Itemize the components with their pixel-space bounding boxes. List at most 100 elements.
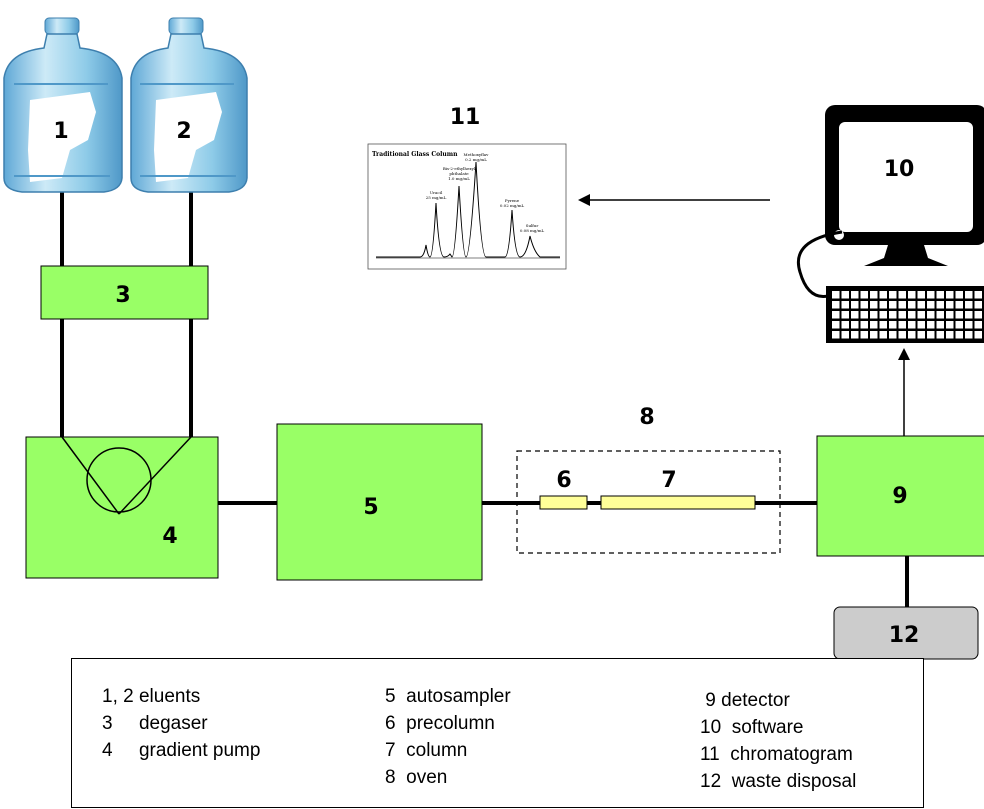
- keyboard-key: [898, 321, 906, 329]
- keyboard-key: [965, 301, 973, 309]
- keyboard-key: [841, 301, 849, 309]
- keyboard-key: [946, 311, 954, 319]
- keyboard-key: [832, 321, 840, 329]
- chromatogram-title: Traditional Glass Column: [372, 151, 458, 158]
- keyboard-key: [832, 291, 840, 299]
- keyboard-key: [870, 311, 878, 319]
- keyboard-key: [908, 291, 916, 299]
- keyboard-key: [841, 311, 849, 319]
- keyboard-key: [927, 321, 935, 329]
- keyboard-key: [832, 331, 840, 339]
- keyboard-key: [946, 301, 954, 309]
- keyboard-key: [955, 301, 963, 309]
- legend-column-2: 5 autosampler 6 precolumn 7 column 8 ove…: [385, 683, 511, 791]
- keyboard-key: [879, 311, 887, 319]
- keyboard-key: [898, 311, 906, 319]
- keyboard-key: [965, 311, 973, 319]
- precolumn-bar: [539, 495, 588, 510]
- keyboard-key: [917, 291, 925, 299]
- keyboard-key: [908, 311, 916, 319]
- keyboard-key: [851, 311, 859, 319]
- keyboard-key: [908, 301, 916, 309]
- legend-item: 12 waste disposal: [700, 771, 857, 792]
- keyboard-key: [917, 301, 925, 309]
- legend-item: 8 oven: [385, 767, 448, 788]
- eluent-bottle-1: [3, 17, 123, 193]
- gradient-pump: [25, 436, 219, 579]
- keyboard-key: [974, 321, 982, 329]
- keyboard-key: [889, 331, 897, 339]
- label-detector: 9: [892, 484, 907, 509]
- keyboard-key: [936, 291, 944, 299]
- keyboard-key: [908, 321, 916, 329]
- keyboard-key: [841, 331, 849, 339]
- legend-item: 4 gradient pump: [102, 740, 261, 761]
- label-precolumn: 6: [556, 468, 571, 493]
- keyboard-key: [851, 291, 859, 299]
- keyboard-key: [832, 301, 840, 309]
- keyboard-key: [955, 331, 963, 339]
- keyboard-key: [841, 321, 849, 329]
- keyboard-key: [946, 331, 954, 339]
- label-waste-disposal: 12: [889, 623, 920, 648]
- legend-column-3: 9 detector 10 software 11 chromatogram 1…: [700, 687, 856, 795]
- keyboard-key: [879, 291, 887, 299]
- keyboard-key: [917, 331, 925, 339]
- keyboard-key: [841, 291, 849, 299]
- degaser-box: [40, 265, 209, 320]
- tubing: [60, 192, 909, 607]
- label-autosampler: 5: [363, 495, 378, 520]
- keyboard-key: [860, 291, 868, 299]
- keyboard-key: [936, 301, 944, 309]
- autosampler-box: [276, 423, 483, 581]
- keyboard-key: [927, 311, 935, 319]
- keyboard-key: [917, 311, 925, 319]
- keyboard-key: [851, 331, 859, 339]
- label-eluent-1: 1: [53, 119, 68, 144]
- keyboard-key: [860, 311, 868, 319]
- legend-item: 9 detector: [700, 690, 790, 711]
- keyboard-key: [879, 331, 887, 339]
- legend-column-1: 1, 2 eluents 3 degaser 4 gradient pump: [102, 683, 260, 764]
- detector-box: [816, 435, 984, 557]
- oven-box: [516, 450, 781, 554]
- label-eluent-2: 2: [176, 119, 191, 144]
- keyboard-key: [946, 321, 954, 329]
- label-oven: 8: [639, 405, 654, 430]
- keyboard-key: [917, 321, 925, 329]
- keyboard-key: [832, 311, 840, 319]
- keyboard-key: [927, 331, 935, 339]
- label-degaser: 3: [115, 283, 130, 308]
- keyboard-key: [889, 291, 897, 299]
- keyboard-key: [889, 311, 897, 319]
- legend-item: 10 software: [700, 717, 804, 738]
- keyboard-key: [965, 291, 973, 299]
- label-software: 10: [884, 157, 915, 182]
- column-bar: [600, 495, 756, 510]
- keyboard-key: [889, 321, 897, 329]
- keyboard-key: [936, 311, 944, 319]
- keyboard-key: [936, 331, 944, 339]
- keyboard-key: [927, 291, 935, 299]
- keyboard-key: [898, 301, 906, 309]
- legend-item: 11 chromatogram: [700, 744, 853, 765]
- keyboard-key: [965, 321, 973, 329]
- keyboard-key: [974, 291, 982, 299]
- legend-item: 7 column: [385, 740, 468, 761]
- keyboard-key: [870, 291, 878, 299]
- keyboard-key: [860, 331, 868, 339]
- keyboard-key: [974, 331, 982, 339]
- keyboard-keys: [832, 291, 982, 339]
- keyboard-key: [936, 321, 944, 329]
- keyboard-key: [927, 301, 935, 309]
- keyboard-key: [879, 301, 887, 309]
- label-gradient-pump: 4: [162, 524, 177, 549]
- keyboard-key: [974, 311, 982, 319]
- keyboard-key: [898, 331, 906, 339]
